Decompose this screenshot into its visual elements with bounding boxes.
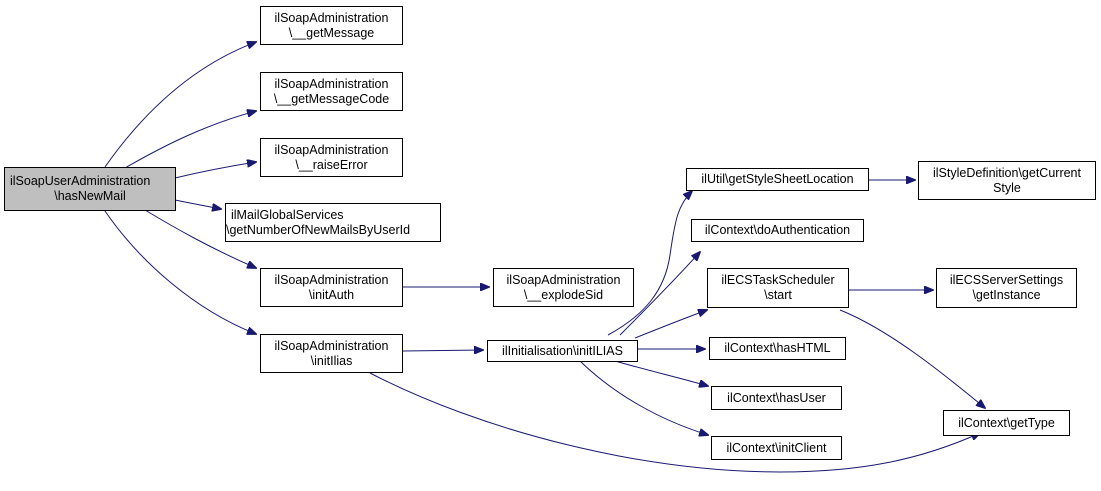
- node-label: ilUtil\getStyleSheetLocation: [701, 172, 854, 186]
- node-raiseError[interactable]: ilSoapAdministration \__raiseError: [260, 138, 403, 177]
- node-initILIAS[interactable]: ilInitialisation\initILIAS: [487, 340, 638, 362]
- edge-ecsStart-to-getType: [839, 309, 985, 408]
- node-label: ilContext\getType: [958, 415, 1055, 430]
- node-label-line1: ilECSTaskScheduler: [721, 273, 835, 287]
- node-label-line2: Style: [993, 180, 1021, 195]
- node-label: ilContext\initClient: [726, 440, 827, 455]
- node-initAuth[interactable]: ilSoapAdministration \initAuth: [260, 268, 403, 307]
- node-label: ilContext\doAuthentication: [704, 223, 851, 237]
- node-getCurrentStyle[interactable]: ilStyleDefinition\getCurrent Style: [918, 161, 1096, 200]
- node-hasNewMail[interactable]: ilSoapUserAdministration \hasNewMail: [4, 167, 176, 211]
- edge-root-to-getMessage: [104, 42, 256, 168]
- edge-root-to-initAuth: [144, 209, 256, 268]
- node-label-line2: \getNumberOfNewMailsByUserId: [226, 222, 411, 237]
- node-label-line2: \initAuth: [308, 287, 355, 302]
- node-label: ilContext\hasHTML: [724, 341, 831, 355]
- node-label-line2: \__raiseError: [295, 157, 368, 172]
- node-label-line1: ilSoapAdministration: [506, 272, 621, 287]
- edge-initIlias-to-getType: [369, 372, 980, 473]
- edge-root-to-initIlias: [104, 210, 256, 334]
- edge-initILIAS-to-hasUser: [614, 360, 708, 386]
- node-label-line1: ilStyleDefinition\getCurrent: [933, 165, 1081, 180]
- node-label-line2: \__getMessage: [288, 25, 375, 40]
- node-label-line1: ilECSServerSettings: [949, 273, 1064, 287]
- node-label-line2: \hasNewMail: [54, 189, 126, 203]
- node-label-line1: ilSoapAdministration: [274, 142, 389, 157]
- node-label-line1: ilMailGlobalServices: [231, 207, 344, 222]
- node-hasHTML[interactable]: ilContext\hasHTML: [709, 337, 846, 360]
- node-getType[interactable]: ilContext\getType: [943, 410, 1070, 436]
- node-explodeSid[interactable]: ilSoapAdministration \__explodeSid: [493, 268, 634, 307]
- node-ecsServerSettings-getInstance[interactable]: ilECSServerSettings \getInstance: [936, 268, 1077, 308]
- node-label: ilInitialisation\initILIAS: [502, 343, 623, 358]
- node-ecsTaskScheduler-start[interactable]: ilECSTaskScheduler \start: [707, 268, 849, 308]
- edge-initILIAS-to-getStyleSheetLocation: [607, 191, 692, 336]
- edge-initIlias-to-initILIAS: [402, 350, 483, 351]
- node-label-line1: ilSoapAdministration: [274, 338, 389, 353]
- node-getNumberOfNewMailsByUserId[interactable]: ilMailGlobalServices \getNumberOfNewMail…: [225, 203, 441, 242]
- node-initClient[interactable]: ilContext\initClient: [711, 436, 842, 460]
- node-getMessage[interactable]: ilSoapAdministration \__getMessage: [260, 6, 403, 45]
- edge-root-to-getMessageCode: [124, 111, 256, 169]
- node-getStyleSheetLocation[interactable]: ilUtil\getStyleSheetLocation: [686, 168, 869, 191]
- node-label-line2: \getInstance: [972, 288, 1041, 302]
- node-label-line1: ilSoapAdministration: [274, 76, 389, 91]
- edge-initILIAS-to-ecsStart: [634, 310, 707, 339]
- node-label: ilContext\hasUser: [727, 390, 826, 405]
- edge-root-to-raiseError: [174, 162, 256, 179]
- node-label-line2: \__explodeSid: [523, 287, 604, 302]
- edge-root-to-getNumberOfNewMails: [174, 199, 221, 209]
- node-label-line1: ilSoapAdministration: [274, 10, 389, 25]
- node-label-line2: \__getMessageCode: [273, 91, 390, 106]
- edge-initILIAS-to-initClient: [579, 360, 708, 435]
- node-getMessageCode[interactable]: ilSoapAdministration \__getMessageCode: [260, 72, 403, 111]
- node-doAuthentication[interactable]: ilContext\doAuthentication: [691, 219, 864, 242]
- node-label-line1: ilSoapAdministration: [274, 272, 389, 287]
- edge-initILIAS-to-doAuthentication: [619, 252, 700, 336]
- node-label-line2: \initIlias: [310, 353, 353, 368]
- node-label-line1: ilSoapUserAdministration: [10, 174, 151, 188]
- node-initIlias[interactable]: ilSoapAdministration \initIlias: [260, 334, 403, 373]
- node-hasUser[interactable]: ilContext\hasUser: [711, 386, 842, 410]
- node-label-line2: \start: [764, 288, 792, 302]
